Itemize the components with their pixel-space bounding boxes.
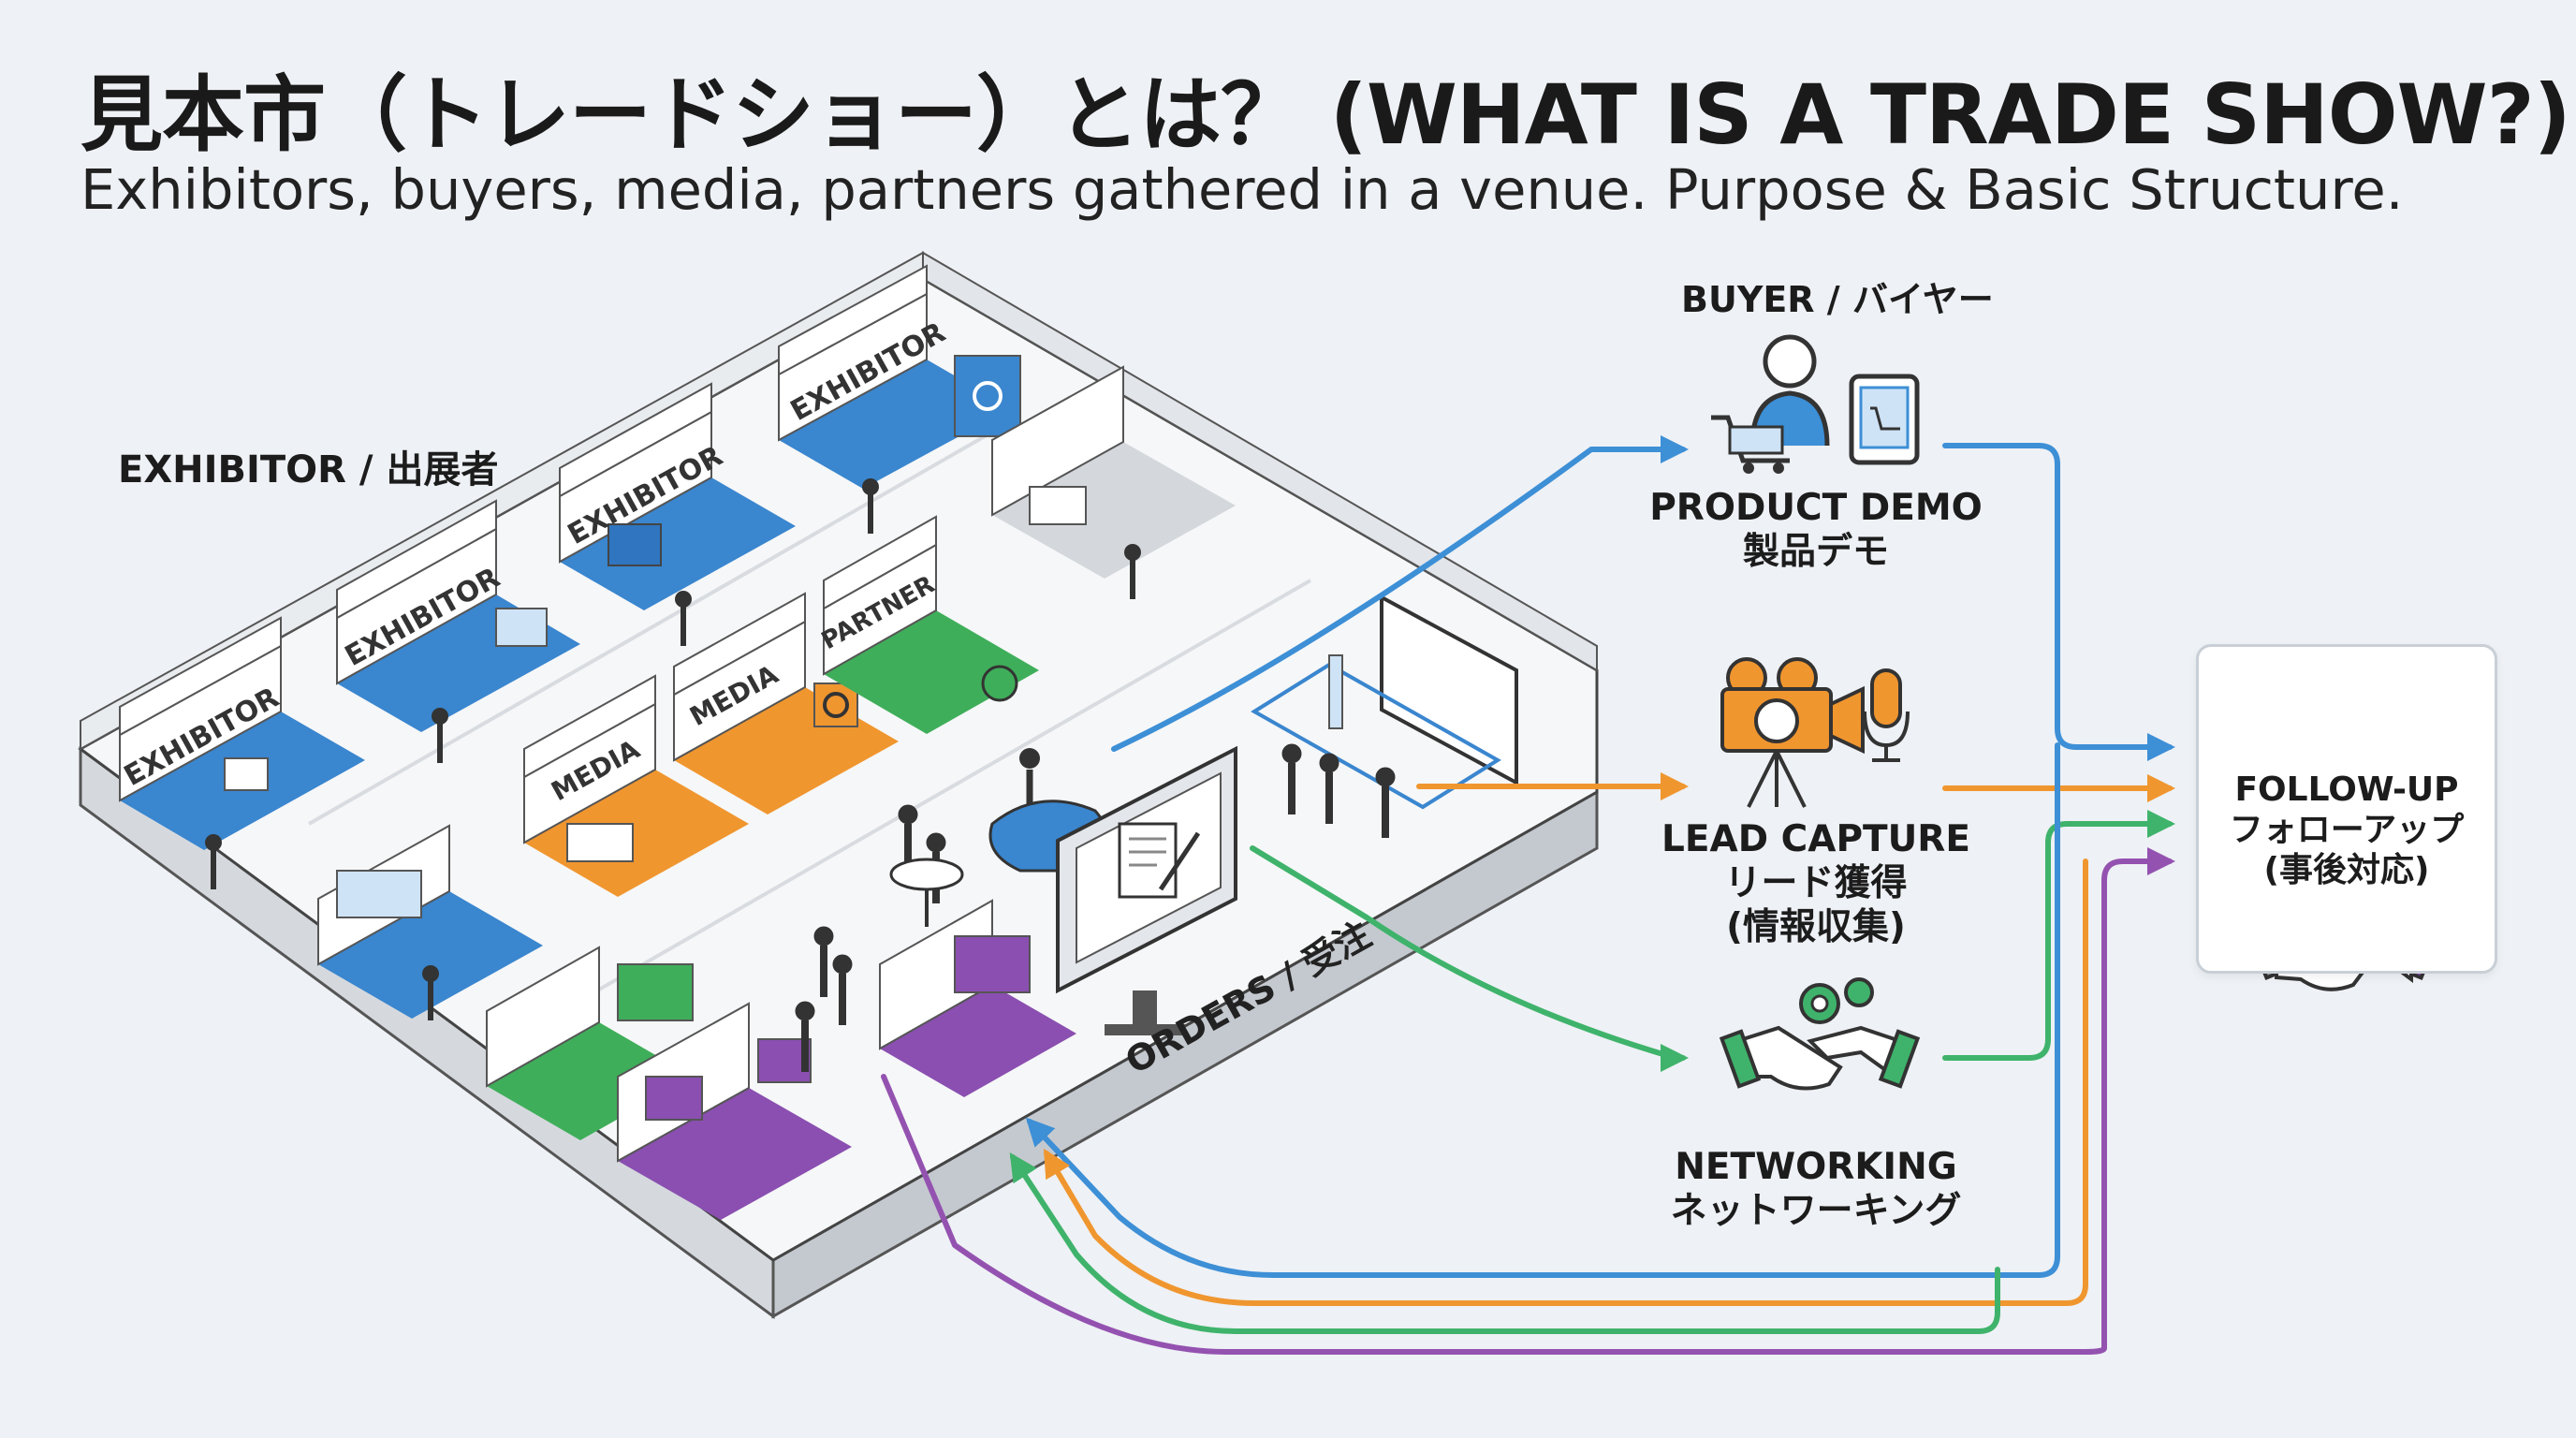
microphone-icon xyxy=(1863,668,1910,762)
round-table xyxy=(889,858,964,927)
return-orange xyxy=(1043,858,2088,1306)
booth-media-2 xyxy=(673,592,899,814)
booth-gray xyxy=(991,365,1236,599)
arrow-demo-to-followup xyxy=(1942,443,2175,761)
product-demo-label-en: PRODUCT DEMO xyxy=(1649,487,1983,529)
arrow-to-product-demo xyxy=(1111,435,1689,752)
buyer-heading: BUYER / バイヤー xyxy=(1681,279,1994,320)
networking-label-ja: ネットワーキング xyxy=(1670,1189,1962,1232)
networking-label: NETWORKING ネットワーキング xyxy=(1554,1146,2078,1234)
arrow-to-networking xyxy=(1250,845,1689,1072)
return-green xyxy=(1009,1152,2000,1334)
booth-exhibitor-3 xyxy=(559,382,796,646)
booth-exhibitor-1 xyxy=(119,616,365,889)
arrow-return-to-followup xyxy=(2101,847,2175,1351)
booth-orders-purple xyxy=(879,899,1076,1097)
booth-partner xyxy=(823,515,1039,734)
lead-capture-label: LEAD CAPTURE リード獲得 (情報収集) xyxy=(1554,818,2078,949)
booth-exhibitor-2 xyxy=(336,499,580,763)
lead-capture-label-ja: リード獲得 xyxy=(1724,861,1908,904)
flow-arrows xyxy=(881,435,2175,1355)
buyer-cart-tablet-icon xyxy=(1711,334,1920,474)
follow-up-label-ja: フォローアップ xyxy=(2229,811,2465,850)
booth-front-green xyxy=(486,946,694,1140)
stage-screen xyxy=(1251,594,1518,810)
return-blue xyxy=(1025,742,2060,1278)
lead-capture-label-ja2: (情報収集) xyxy=(1726,905,1906,948)
follow-up-label-en: FOLLOW-UP xyxy=(2234,770,2459,809)
booth-exhibitor-4 xyxy=(778,264,1021,534)
page-subtitle: Exhibitors, buyers, media, partners gath… xyxy=(80,157,2404,222)
follow-up-label-ja2: (事後対応) xyxy=(2263,851,2430,890)
video-camera-icon xyxy=(1720,657,1865,808)
networking-label-en: NETWORKING xyxy=(1675,1146,1957,1188)
handshake-gear-icon xyxy=(1719,977,1921,1091)
product-demo-label-ja: 製品デモ xyxy=(1742,530,1889,573)
exhibitor-heading: EXHIBITOR / 出展者 xyxy=(118,448,499,492)
booth-media-1 xyxy=(523,674,749,897)
return-purple xyxy=(881,1074,2107,1355)
follow-up-box xyxy=(2196,644,2497,974)
product-demo-label: PRODUCT DEMO 製品デモ xyxy=(1554,487,2078,575)
lead-capture-label-en: LEAD CAPTURE xyxy=(1661,818,1970,860)
order-monitor xyxy=(1056,745,1237,1035)
booth-front-blue xyxy=(317,824,543,1020)
page-title: 見本市（トレードショー）とは？ (WHAT IS A TRADE SHOW?) xyxy=(80,66,2571,163)
follow-up-label: FOLLOW-UP フォローアップ (事後対応) xyxy=(2196,770,2497,891)
booth-front-purple xyxy=(617,1002,852,1220)
